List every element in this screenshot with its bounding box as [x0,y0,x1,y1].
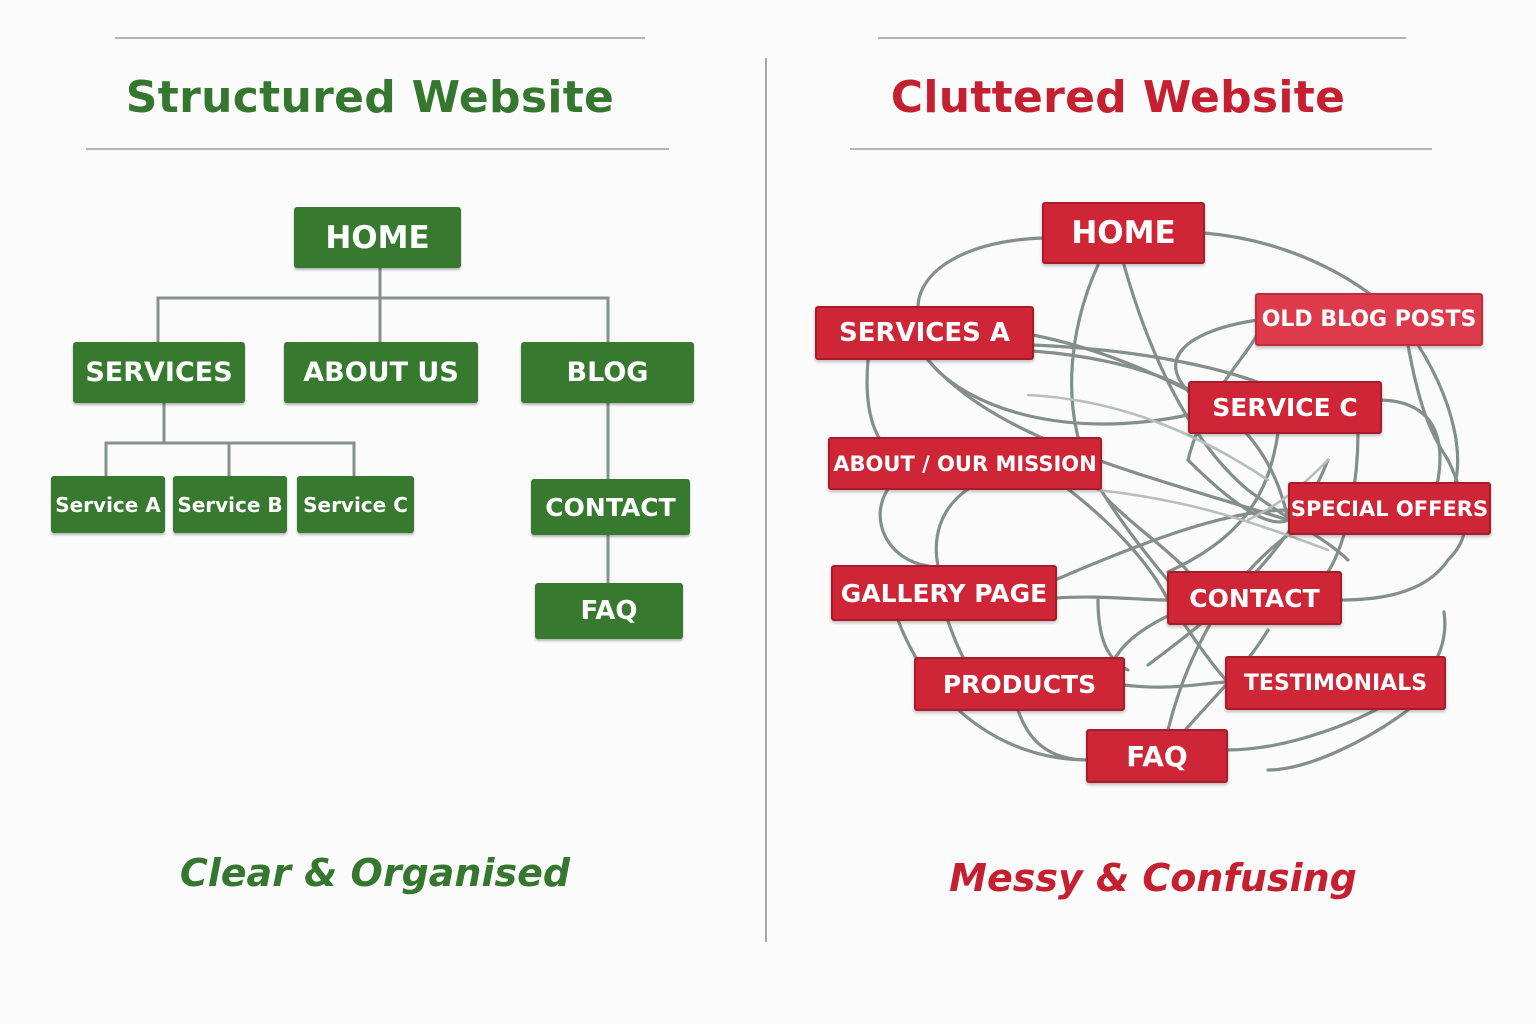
cluttered-title: Cluttered Website [890,72,1346,123]
structured-caption: Clear & Organised [179,851,571,895]
node-services-a: SERVICES A [815,306,1034,360]
node-contact: CONTACT [531,479,690,535]
structured-top-rule [115,37,645,39]
node-home: HOME [294,207,461,268]
structured-connectors [104,266,610,585]
node-gallery-page: GALLERY PAGE [831,565,1057,621]
node-old-blog-posts: OLD BLOG POSTS [1255,293,1483,346]
center-divider [765,58,767,942]
cluttered-bottom-rule [850,148,1432,150]
cluttered-top-rule [878,37,1406,39]
cluttered-panel: Cluttered Website [768,0,1536,1024]
node-service-a: Service A [51,476,165,533]
structured-title: Structured Website [125,72,615,123]
node-testimonials: TESTIMONIALS [1225,656,1446,710]
node-faq: FAQ [535,583,683,639]
node-services: SERVICES [73,342,245,403]
node-service-c: Service C [297,476,414,533]
structured-bottom-rule [86,148,669,150]
node-products: PRODUCTS [914,657,1125,711]
node-home: HOME [1042,202,1205,264]
node-contact: CONTACT [1167,571,1342,625]
node-about-our-mission: ABOUT / OUR MISSION [828,437,1102,490]
node-service-b: Service B [173,476,287,533]
node-special-offers: SPECIAL OFFERS [1288,482,1491,535]
structured-panel: Structured Website HOME SERVICES ABOUT U… [51,37,694,895]
node-blog: BLOG [521,342,694,403]
node-service-c: SERVICE C [1188,381,1382,434]
node-about-us: ABOUT US [284,342,478,403]
node-faq: FAQ [1086,729,1228,783]
cluttered-caption: Messy & Confusing [949,856,1357,900]
